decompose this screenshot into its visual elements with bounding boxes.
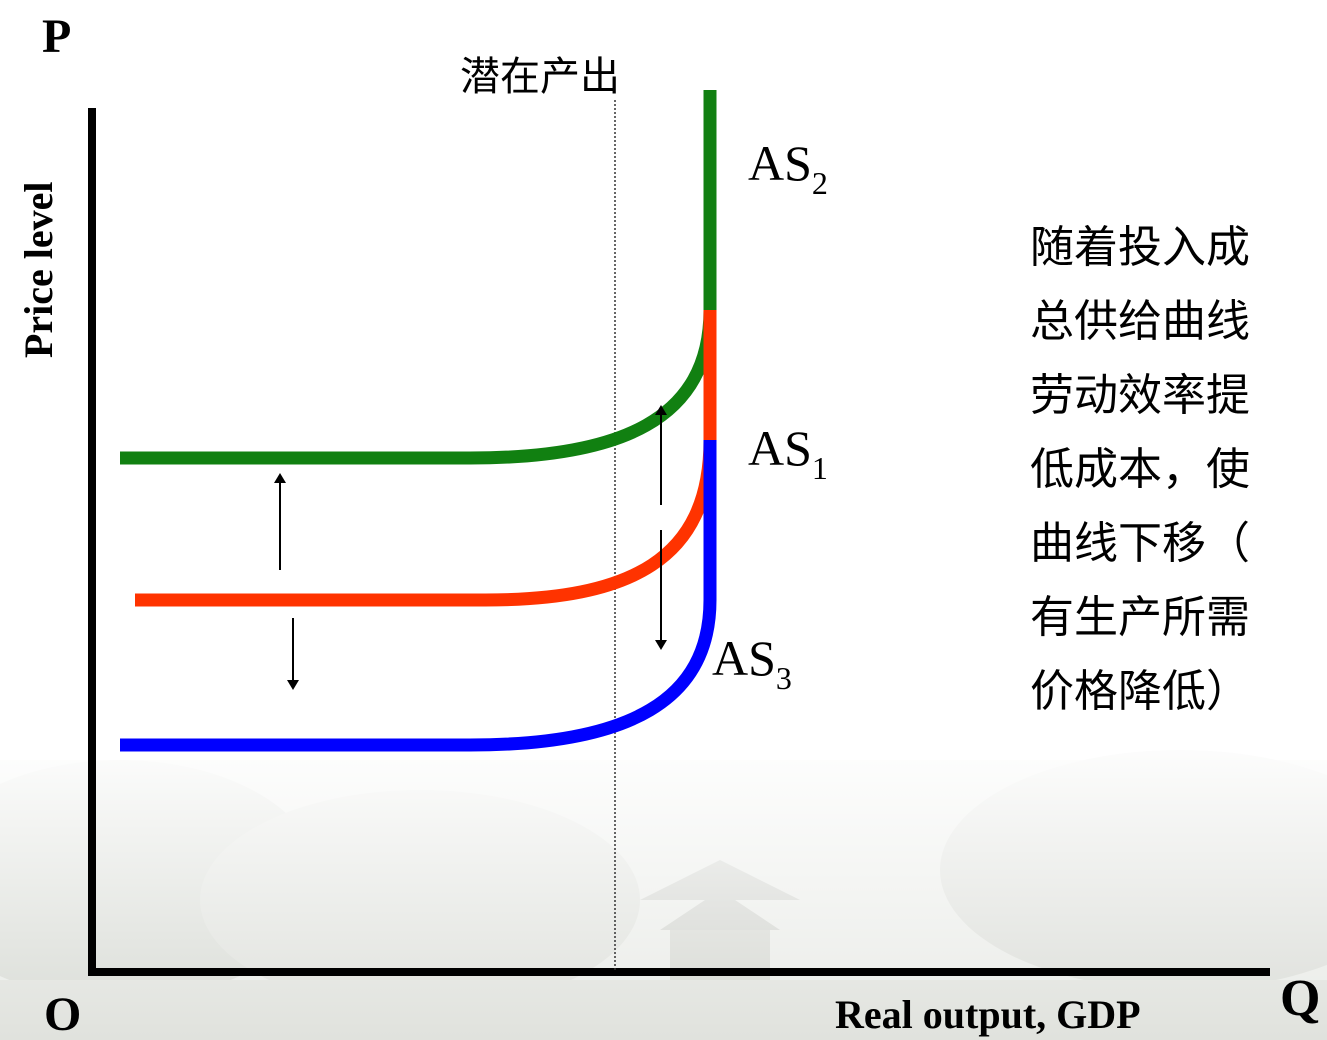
annotation-line: 低成本，使 [1030,444,1250,495]
as1-label-main: AS [748,420,812,476]
annotation-line: 劳动效率提 [1030,370,1250,421]
as1-label: AS1 [748,420,828,486]
annotation-line: 价格降低） [1030,666,1250,717]
as3-label: AS3 [712,630,792,696]
annotation-line: 随着投入成 [1030,222,1250,273]
as3-label-main: AS [712,630,776,686]
origin-label: O [44,988,81,1040]
as2-label-main: AS [748,135,812,191]
as3-curve [120,440,717,752]
as2-label: AS2 [748,135,828,201]
x-axis-label: Real output, GDP [835,992,1141,1037]
y-axis-label: Price level [16,181,61,358]
y-axis-symbol: P [42,10,71,63]
annotation-text: 随着投入成 总供给曲线 劳动效率提 低成本，使 曲线下移（ 有生产所需 价格降低… [1030,222,1250,717]
annotation-line: 有生产所需 [1030,592,1250,643]
as2-label-subscript: 2 [812,165,828,201]
as1-label-subscript: 1 [812,450,828,486]
annotation-line: 曲线下移（ [1030,518,1250,569]
potential-output-label: 潜在产出 [460,54,620,100]
as3-label-subscript: 3 [776,660,792,696]
x-axis-symbol: Q [1280,970,1320,1027]
annotation-line: 总供给曲线 [1030,296,1250,347]
